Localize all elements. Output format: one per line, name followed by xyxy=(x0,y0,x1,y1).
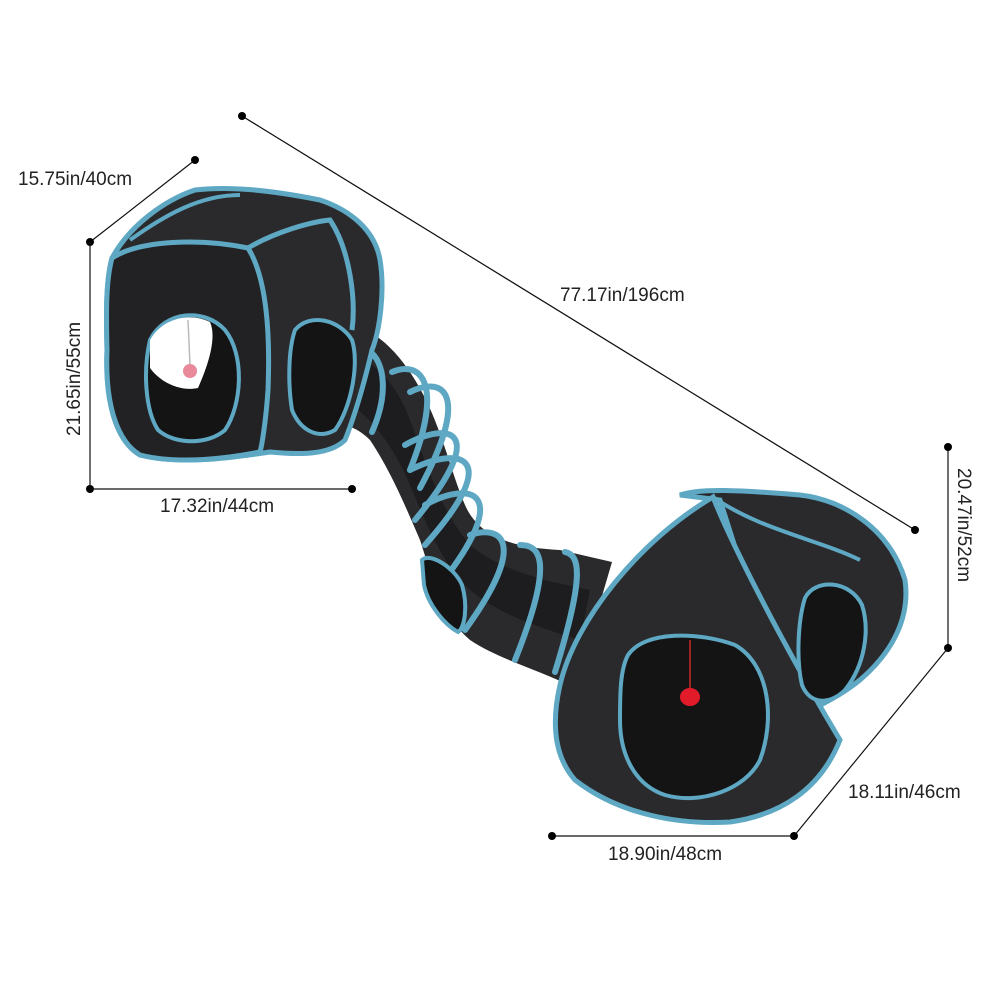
left-depth-label: 15.75in/40cm xyxy=(18,169,132,190)
left-cube-side-seam xyxy=(246,217,356,331)
hanging-toy-ball-icon xyxy=(680,688,700,706)
tunnel-shading xyxy=(330,356,590,640)
right-depth-label: 18.11in/46cm xyxy=(848,782,961,803)
left-cube xyxy=(104,185,385,463)
right-tent-side-opening xyxy=(796,582,868,703)
right-tent-front-opening xyxy=(617,633,770,801)
hanging-toy-mouse-icon xyxy=(183,364,197,378)
dimension-lines xyxy=(86,112,952,840)
cat-tunnel-illustration xyxy=(104,185,909,825)
right-height-label: 20.47in/52cm xyxy=(953,468,974,582)
right-tent-side-seam xyxy=(711,495,861,562)
left-width-label: 17.32in/44cm xyxy=(160,496,274,517)
left-cube-side-opening xyxy=(287,318,357,436)
dimension-labels: 15.75in/40cm 21.65in/55cm 17.32in/44cm 7… xyxy=(18,169,974,865)
right-width-label: 18.90in/48cm xyxy=(608,844,722,865)
right-tent xyxy=(552,488,909,825)
left-height-label: 21.65in/55cm xyxy=(64,322,85,436)
tunnel-window xyxy=(419,556,468,635)
left-cube-top-seam xyxy=(128,193,241,242)
total-length-label: 77.17in/196cm xyxy=(560,285,685,306)
